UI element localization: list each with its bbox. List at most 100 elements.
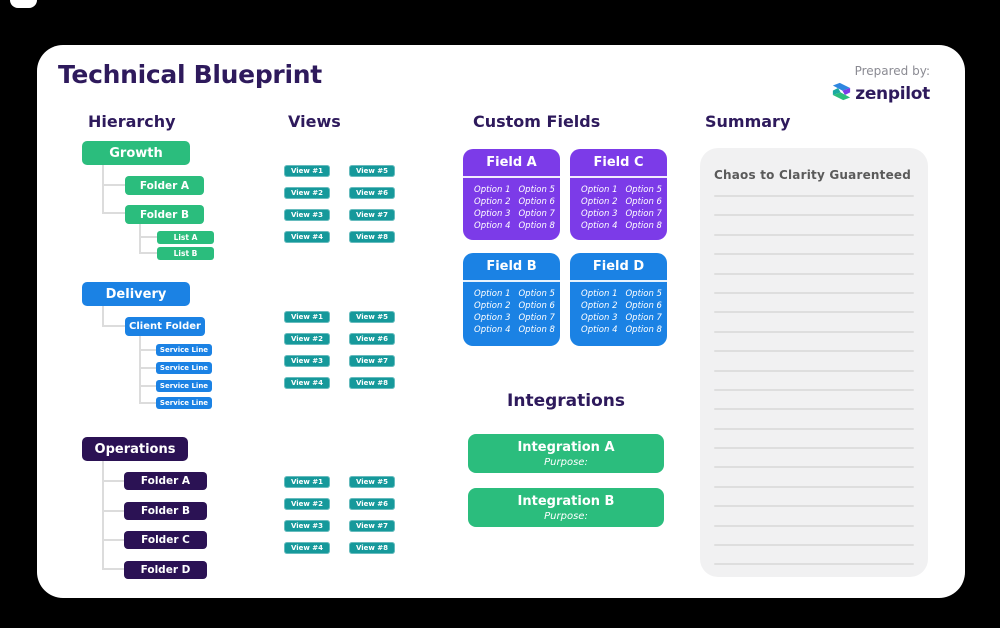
connector-line <box>102 480 124 482</box>
custom-field-options: Option 1 Option 2 Option 3 Option 4 Opti… <box>570 178 667 239</box>
page-title: Technical Blueprint <box>58 60 322 89</box>
views-group-1: View #1 View #2 View #3 View #4 View #5 … <box>284 165 396 243</box>
view-chip: View #8 <box>349 542 395 554</box>
custom-field-option: Option 2 <box>581 301 618 311</box>
custom-field-options: Option 1 Option 2 Option 3 Option 4 Opti… <box>463 178 560 239</box>
zenpilot-logo: zenpilot <box>831 82 930 105</box>
integration-purpose: Purpose: <box>544 456 588 468</box>
ruled-line <box>714 447 914 450</box>
view-chip: View #1 <box>284 476 330 488</box>
custom-field-option: Option 1 <box>474 185 511 195</box>
custom-field-options: Option 1 Option 2 Option 3 Option 4 Opti… <box>463 282 560 343</box>
hierarchy-node-service-line: Service Line <box>156 380 212 392</box>
custom-field-title: Field B <box>463 253 560 282</box>
custom-field-option: Option 5 <box>625 289 662 299</box>
custom-field-option: Option 2 <box>474 197 511 207</box>
hierarchy-node-list-a: List A <box>157 231 214 244</box>
connector-line <box>139 367 156 369</box>
view-chip: View #5 <box>349 165 395 177</box>
custom-field-option: Option 8 <box>625 325 662 335</box>
custom-field-option: Option 2 <box>474 301 511 311</box>
view-chip: View #3 <box>284 520 330 532</box>
section-heading-integrations: Integrations <box>507 391 625 411</box>
custom-field-option: Option 3 <box>474 313 511 323</box>
views-group-3: View #1 View #2 View #3 View #4 View #5 … <box>284 476 396 554</box>
custom-field-option: Option 3 <box>581 313 618 323</box>
ruled-line <box>714 233 914 236</box>
view-chip: View #1 <box>284 311 330 323</box>
hierarchy-node-ops-folder-b: Folder B <box>124 502 207 520</box>
connector-line <box>102 306 104 327</box>
connector-line <box>102 165 104 214</box>
view-chip: View #8 <box>349 377 395 389</box>
custom-field-option: Option 2 <box>581 197 618 207</box>
zenpilot-mark-icon <box>831 82 852 105</box>
summary-panel: Chaos to Clarity Guarenteed <box>700 148 928 577</box>
section-heading-summary: Summary <box>705 112 791 131</box>
hierarchy-node-operations: Operations <box>82 437 188 461</box>
ruled-line <box>714 311 914 314</box>
ruled-line <box>714 485 914 488</box>
custom-field-option: Option 4 <box>581 325 618 335</box>
custom-field-option: Option 6 <box>625 301 662 311</box>
integration-purpose: Purpose: <box>544 510 588 522</box>
card-fragment <box>10 0 37 8</box>
view-chip: View #7 <box>349 520 395 532</box>
view-chip: View #5 <box>349 311 395 323</box>
custom-field-option: Option 7 <box>625 313 662 323</box>
custom-field-option: Option 3 <box>581 209 618 219</box>
connector-line <box>139 224 141 254</box>
summary-ruled-lines <box>714 195 914 583</box>
custom-field-title: Field A <box>463 149 560 178</box>
custom-field-option: Option 4 <box>474 325 511 335</box>
custom-field-option: Option 5 <box>518 185 555 195</box>
view-chip: View #3 <box>284 209 330 221</box>
custom-field-option: Option 1 <box>474 289 511 299</box>
custom-field-option: Option 4 <box>474 221 511 231</box>
integration-card-a: Integration A Purpose: <box>468 434 664 473</box>
custom-field-title: Field C <box>570 149 667 178</box>
hierarchy-node-ops-folder-a: Folder A <box>124 472 207 490</box>
view-chip: View #2 <box>284 333 330 345</box>
view-chip: View #5 <box>349 476 395 488</box>
view-chip: View #2 <box>284 187 330 199</box>
custom-field-option: Option 7 <box>518 209 555 219</box>
custom-field-option: Option 4 <box>581 221 618 231</box>
ruled-line <box>714 563 914 566</box>
custom-field-card-c: Field C Option 1 Option 2 Option 3 Optio… <box>570 149 667 240</box>
ruled-line <box>714 544 914 547</box>
hierarchy-node-folder-b: Folder B <box>125 205 204 224</box>
view-chip: View #2 <box>284 498 330 510</box>
ruled-line <box>714 214 914 217</box>
view-chip: View #4 <box>284 542 330 554</box>
hierarchy-node-service-line: Service Line <box>156 362 212 374</box>
ruled-line <box>714 466 914 469</box>
connector-line <box>102 325 125 327</box>
ruled-line <box>714 369 914 372</box>
ruled-line <box>714 272 914 275</box>
custom-field-option: Option 1 <box>581 185 618 195</box>
hierarchy-node-ops-folder-c: Folder C <box>124 531 207 549</box>
hierarchy-node-growth: Growth <box>82 141 190 165</box>
custom-field-option: Option 8 <box>518 325 555 335</box>
custom-field-card-d: Field D Option 1 Option 2 Option 3 Optio… <box>570 253 667 346</box>
views-group-2: View #1 View #2 View #3 View #4 View #5 … <box>284 311 396 389</box>
connector-line <box>139 349 156 351</box>
connector-line <box>102 539 124 541</box>
ruled-line <box>714 505 914 508</box>
custom-field-option: Option 8 <box>518 221 555 231</box>
ruled-line <box>714 524 914 527</box>
view-chip: View #4 <box>284 377 330 389</box>
hierarchy-node-delivery: Delivery <box>82 282 190 306</box>
connector-line <box>139 402 156 404</box>
section-heading-hierarchy: Hierarchy <box>88 112 176 131</box>
custom-field-option: Option 5 <box>625 185 662 195</box>
connector-line <box>102 568 124 570</box>
hierarchy-node-client-folder: Client Folder <box>125 317 205 336</box>
ruled-line <box>714 330 914 333</box>
ruled-line <box>714 388 914 391</box>
custom-field-option: Option 6 <box>625 197 662 207</box>
prepared-by-label: Prepared by: <box>854 64 930 78</box>
connector-line <box>139 336 141 404</box>
section-heading-views: Views <box>288 112 341 131</box>
